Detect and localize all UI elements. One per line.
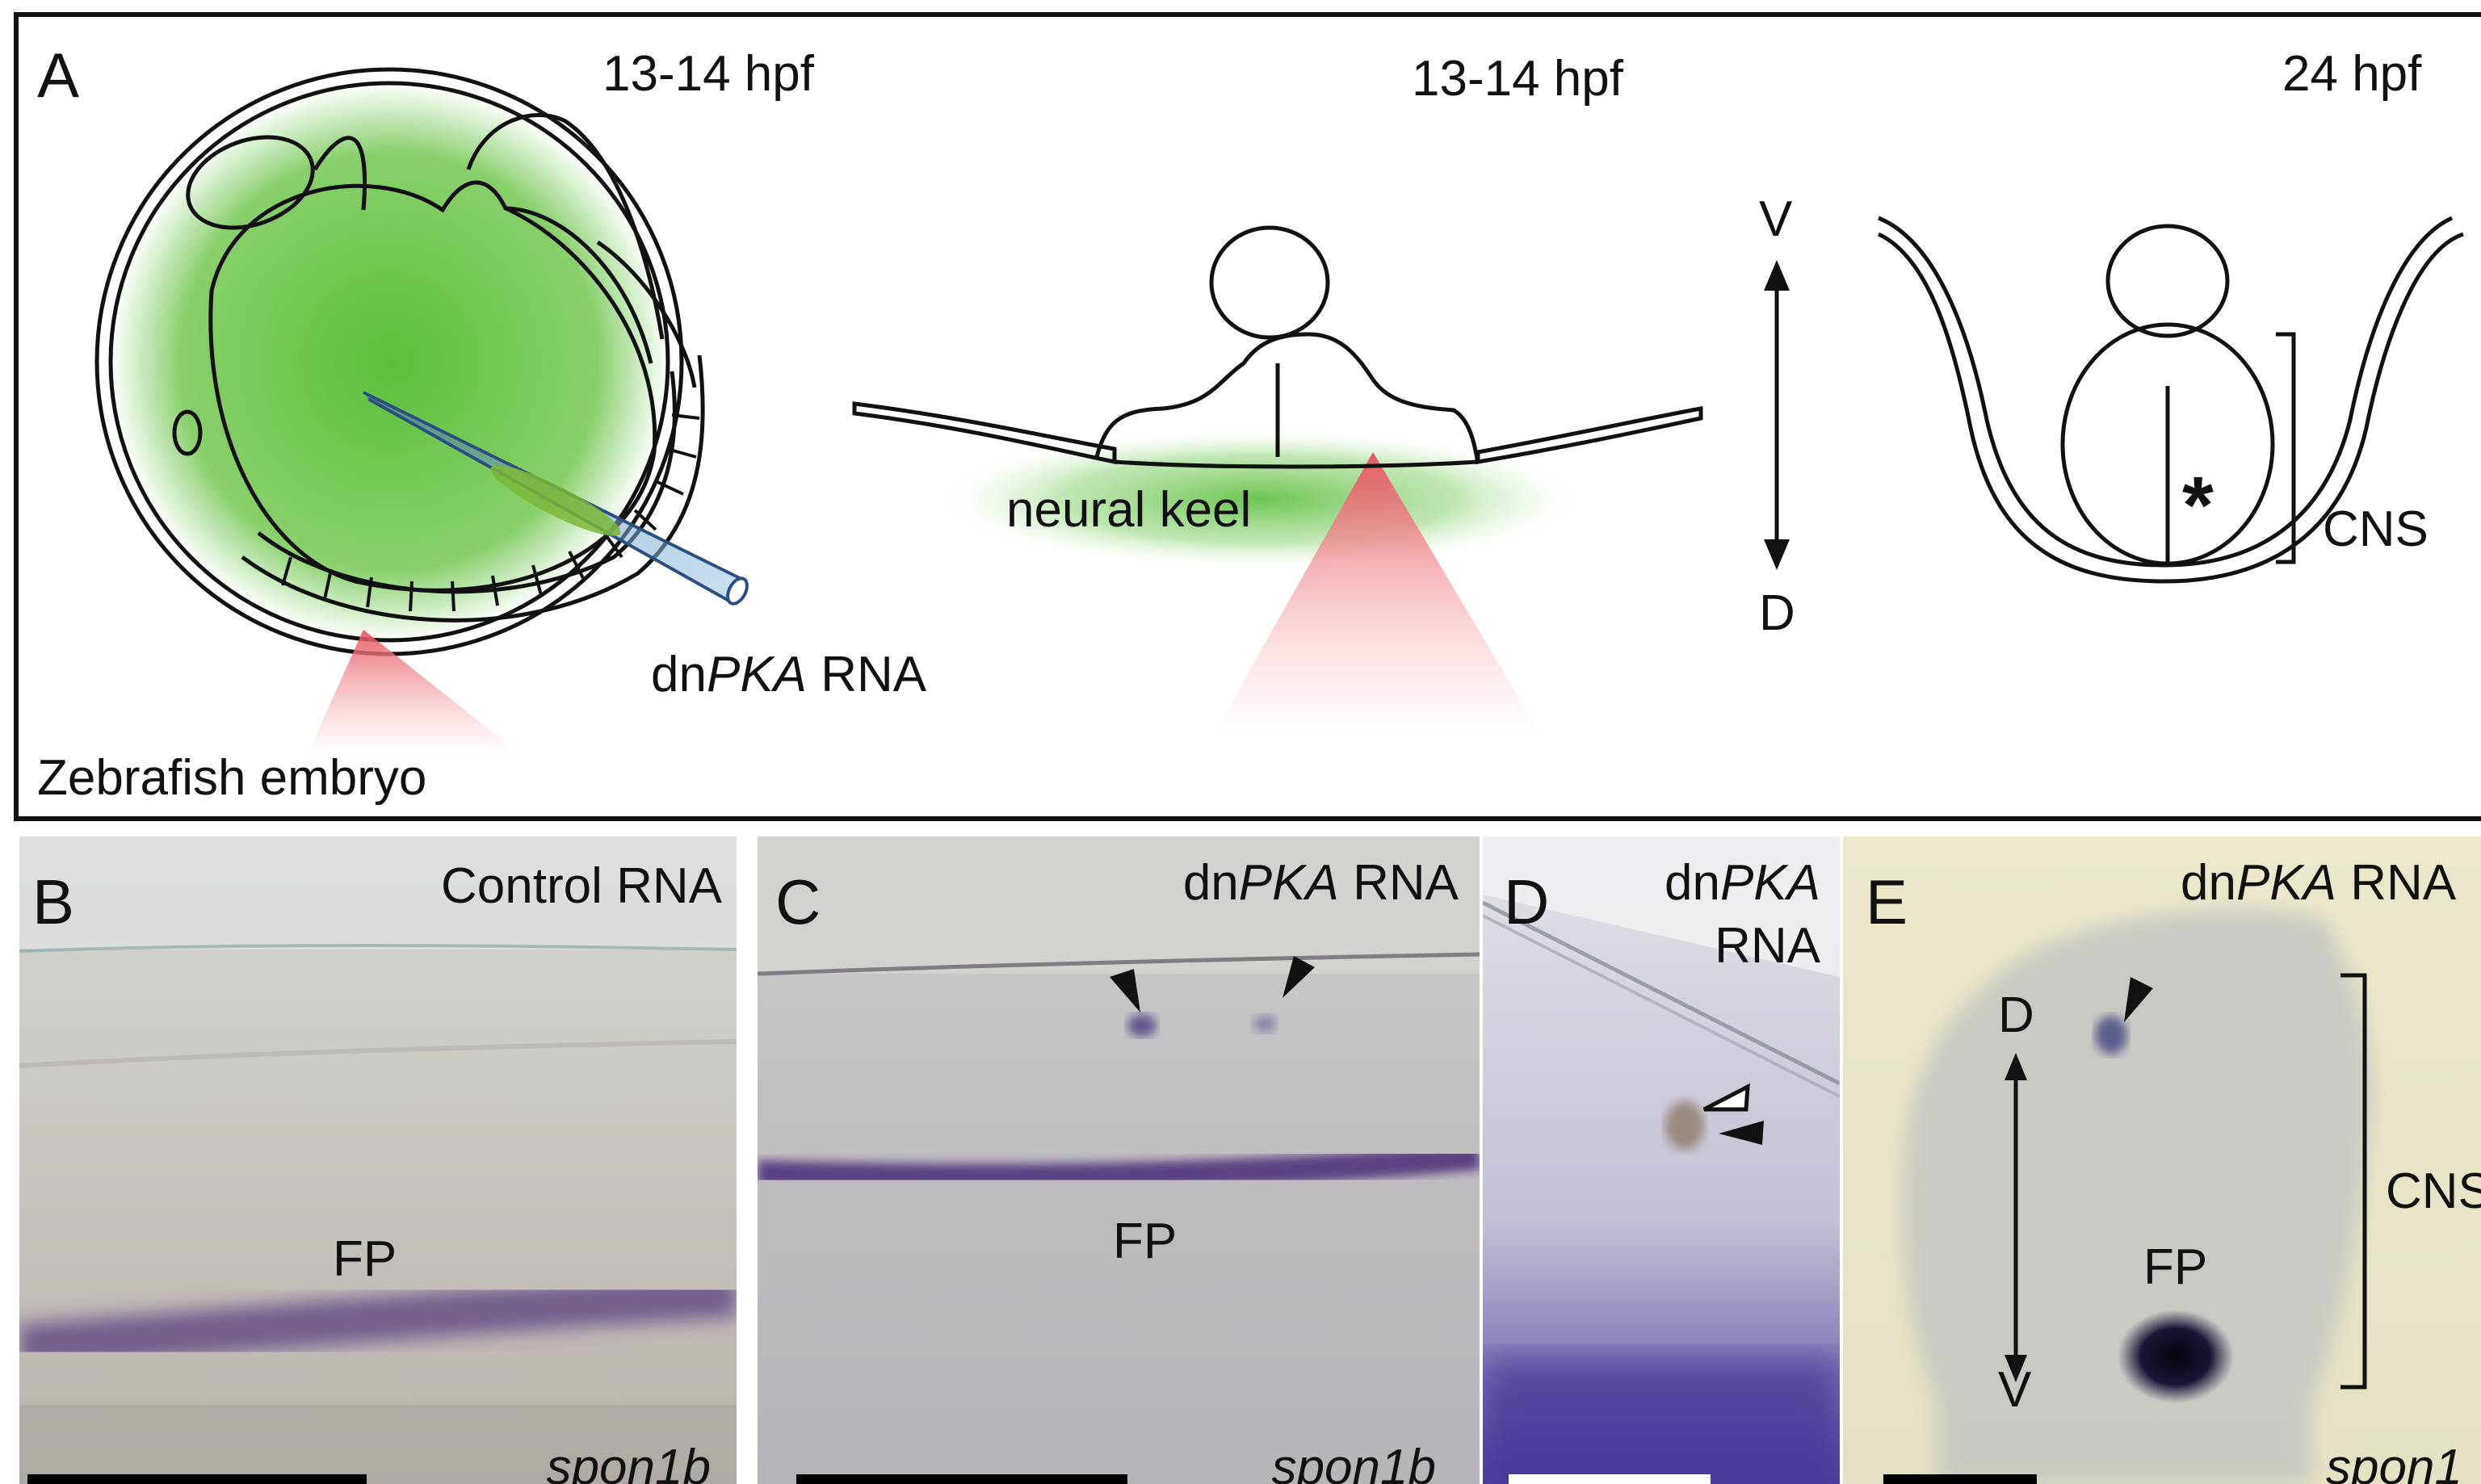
axis-label-bottom-e: V (1998, 1362, 2032, 1418)
floor-plate-stain-e (2118, 1310, 2234, 1403)
ectopic-cell-e (2095, 1016, 2127, 1054)
neural-tube-section-e (1903, 909, 2372, 1484)
axis-label-top-a: V (1759, 191, 1793, 247)
axis-label-top-e: D (1998, 987, 2034, 1043)
panel-c-probe: spon1b (1272, 1440, 1436, 1484)
zebrafish-embryo-drawing (94, 67, 749, 759)
panel-b-probe: spon1b (547, 1440, 711, 1484)
arrowhead-e (2124, 977, 2153, 1022)
panel-c-condition: dnPKA RNA (1183, 855, 1459, 911)
ectopic-cell-c1 (1127, 1014, 1157, 1037)
laser-beam-keel (1211, 452, 1543, 738)
panel-a-letter: A (37, 40, 79, 111)
panel-e-letter: E (1866, 866, 1908, 937)
panel-c-letter: C (775, 866, 821, 937)
stage-label-left: 13-14 hpf (602, 46, 815, 102)
panel-b-condition: Control RNA (441, 858, 723, 914)
panel-e-condition: dnPKA RNA (2181, 855, 2457, 911)
embryo-label: Zebrafish embryo (37, 750, 426, 806)
injection-needle (363, 391, 749, 606)
arrowhead-d-filled (1719, 1121, 1764, 1145)
ectopic-cell-d (1665, 1101, 1704, 1150)
orientation-arrow-e (2005, 1053, 2027, 1382)
cns-label-a: CNS (2323, 501, 2429, 557)
panel-d (1483, 836, 1840, 1484)
injection-label: dnPKA RNA (651, 647, 927, 702)
panel-a: A 13-14 hpf 13-14 hpf 24 hpf (14, 12, 2481, 821)
panel-dividers (737, 832, 1843, 1484)
arrowhead-d-open (1702, 1083, 1750, 1112)
stage-label-right: 24 hpf (2282, 46, 2422, 102)
floor-plate-stain-c (758, 1142, 1480, 1192)
laser-beam-embryo (305, 630, 527, 759)
neural-keel-drawing (852, 225, 1703, 738)
orientation-arrow (1764, 260, 1790, 570)
panel-c (758, 836, 1480, 1484)
panel-b-fp-label: FP (333, 1231, 397, 1287)
scale-bar-d (1509, 1474, 1711, 1484)
scale-bar-e (1883, 1474, 2037, 1484)
panel-e-fp-label: FP (2143, 1239, 2207, 1295)
axis-label-bottom-a: D (1759, 585, 1795, 641)
panel-d-condition-line1: dnPKA (1664, 855, 1820, 911)
neural-keel-label: neural keel (1006, 482, 1251, 538)
floor-plate-stain-b (19, 1272, 737, 1369)
panel-d-letter: D (1504, 866, 1549, 937)
panel-e (1843, 836, 2481, 1484)
cns-bracket-e (2340, 973, 2367, 1390)
panel-b-letter: B (32, 866, 74, 937)
scale-bar-c (796, 1474, 1127, 1484)
ventral-asterisk: * (2182, 460, 2214, 551)
arrowhead-c1 (1110, 969, 1140, 1012)
panel-b (19, 836, 737, 1484)
panel-d-condition-line2: RNA (1715, 918, 1821, 974)
cns-label-e: CNS (2386, 1163, 2481, 1219)
arrowhead-c2 (1282, 956, 1315, 998)
panel-c-fp-label: FP (1113, 1214, 1177, 1269)
neural-tube-drawing (1877, 216, 2464, 584)
panel-e-probe: spon1 (2326, 1440, 2462, 1484)
stage-label-middle: 13-14 hpf (1412, 51, 1624, 107)
ectopic-cell-c2 (1253, 1015, 1276, 1033)
scale-bar-b (27, 1474, 367, 1484)
